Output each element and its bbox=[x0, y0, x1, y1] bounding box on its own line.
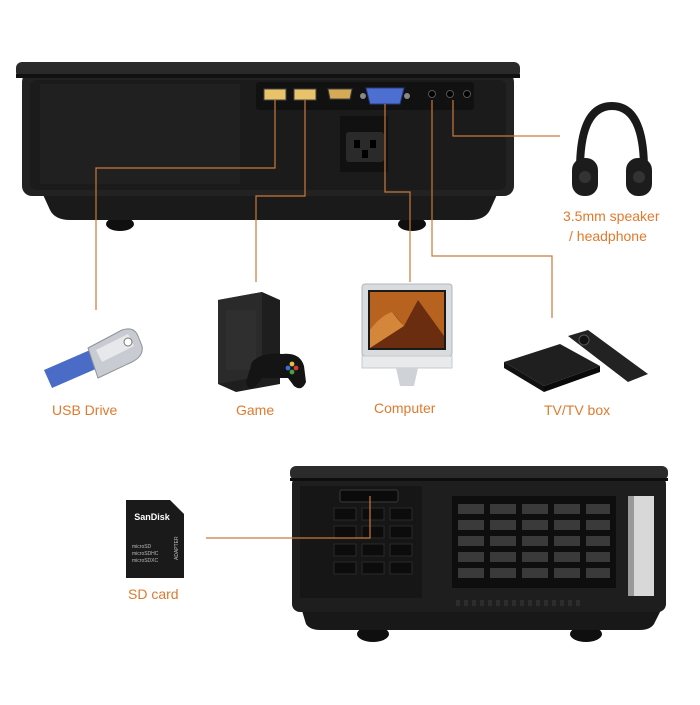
sd-brand-text: SanDisk bbox=[134, 512, 171, 522]
connector-lines-top bbox=[95, 100, 560, 318]
label-game: Game bbox=[236, 402, 275, 418]
label-computer: Computer bbox=[374, 400, 436, 416]
connector-line-sd bbox=[206, 496, 371, 539]
projector-rear-view bbox=[16, 62, 520, 231]
tv-box-icon bbox=[504, 330, 648, 392]
usb-drive-icon bbox=[44, 328, 143, 388]
sd-side-text: ADAPTER bbox=[174, 536, 180, 560]
label-tv-box: TV/TV box bbox=[544, 402, 611, 418]
headphone-icon bbox=[572, 101, 652, 196]
label-speaker-line1: 3.5mm speaker bbox=[563, 208, 660, 224]
sd-card-icon: SanDisk microSD microSDHC microSDXC ADAP… bbox=[126, 500, 184, 578]
label-usb-drive: USB Drive bbox=[52, 402, 118, 418]
label-sd-card: SD card bbox=[128, 586, 179, 602]
sd-line1: microSD bbox=[132, 544, 152, 550]
computer-icon bbox=[361, 283, 453, 386]
label-speaker-line2: / headphone bbox=[569, 228, 647, 244]
projector-side-view bbox=[290, 466, 668, 642]
game-console-icon bbox=[218, 292, 306, 392]
sd-line3: microSDXC bbox=[132, 558, 159, 564]
sd-line2: microSDHC bbox=[132, 551, 159, 557]
